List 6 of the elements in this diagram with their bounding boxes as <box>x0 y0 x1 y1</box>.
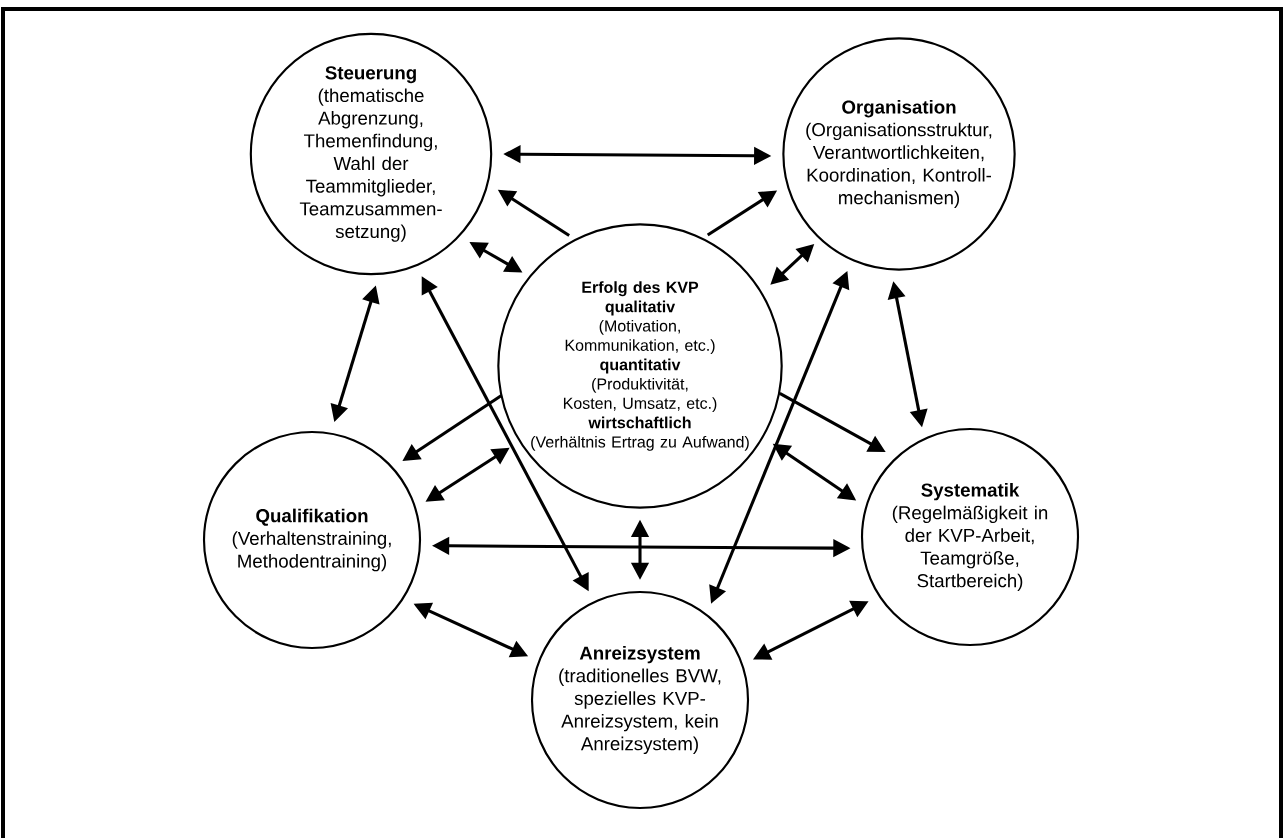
circle-node: Organisation (Organisationsstruktur, Verantwortlichkeiten, Koordination, Kontroll- mechanismen) <box>782 37 1016 271</box>
circle-node: Systematik (Regelmäßigkeit in der KVP-Arbeit, Teamgröße, Startbereich) <box>860 427 1080 647</box>
circle-node: Steuerung (thematische Abgrenzung, Themenfindung, Wahl der Teammitglieder, Teamzusammen- setzung) <box>249 32 493 276</box>
circle-node: Anreizsystem (traditionelles BVW, spezielles KVP- Anreizsystem, kein Anreizsystem) <box>530 590 750 810</box>
circle-node: Qualifikation (Verhaltenstraining, Methodentraining) <box>202 430 422 650</box>
circle-node: Erfolg des KVP qualitativ (Motivation, Kommunikation, etc.) quantitativ (Produktivität, Kosten, Umsatz, etc.) wirtschaftlich (Verhältnis Ertrag zu Aufwand) <box>497 223 783 509</box>
